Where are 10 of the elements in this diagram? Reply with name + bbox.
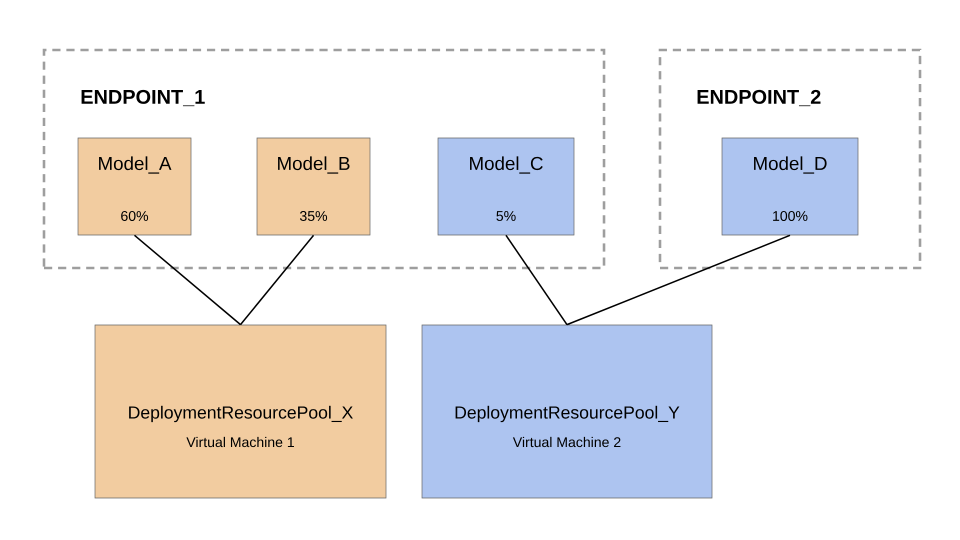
- connector-line: [240, 234, 314, 326]
- model-box: Model_A 60%: [78, 138, 192, 236]
- connector-line: [134, 234, 241, 326]
- model-box: Model_C 5%: [438, 138, 574, 236]
- connector-line: [566, 234, 790, 326]
- model-box: Model_D 100%: [722, 138, 858, 236]
- connector-line: [505, 234, 568, 326]
- resource-pool-box: DeploymentResourcePool_Y Virtual Machine 2: [422, 324, 712, 498]
- model-box: Model_B 35%: [256, 138, 370, 236]
- resource-pool-box: DeploymentResourcePool_X Virtual Machine 1: [94, 324, 386, 498]
